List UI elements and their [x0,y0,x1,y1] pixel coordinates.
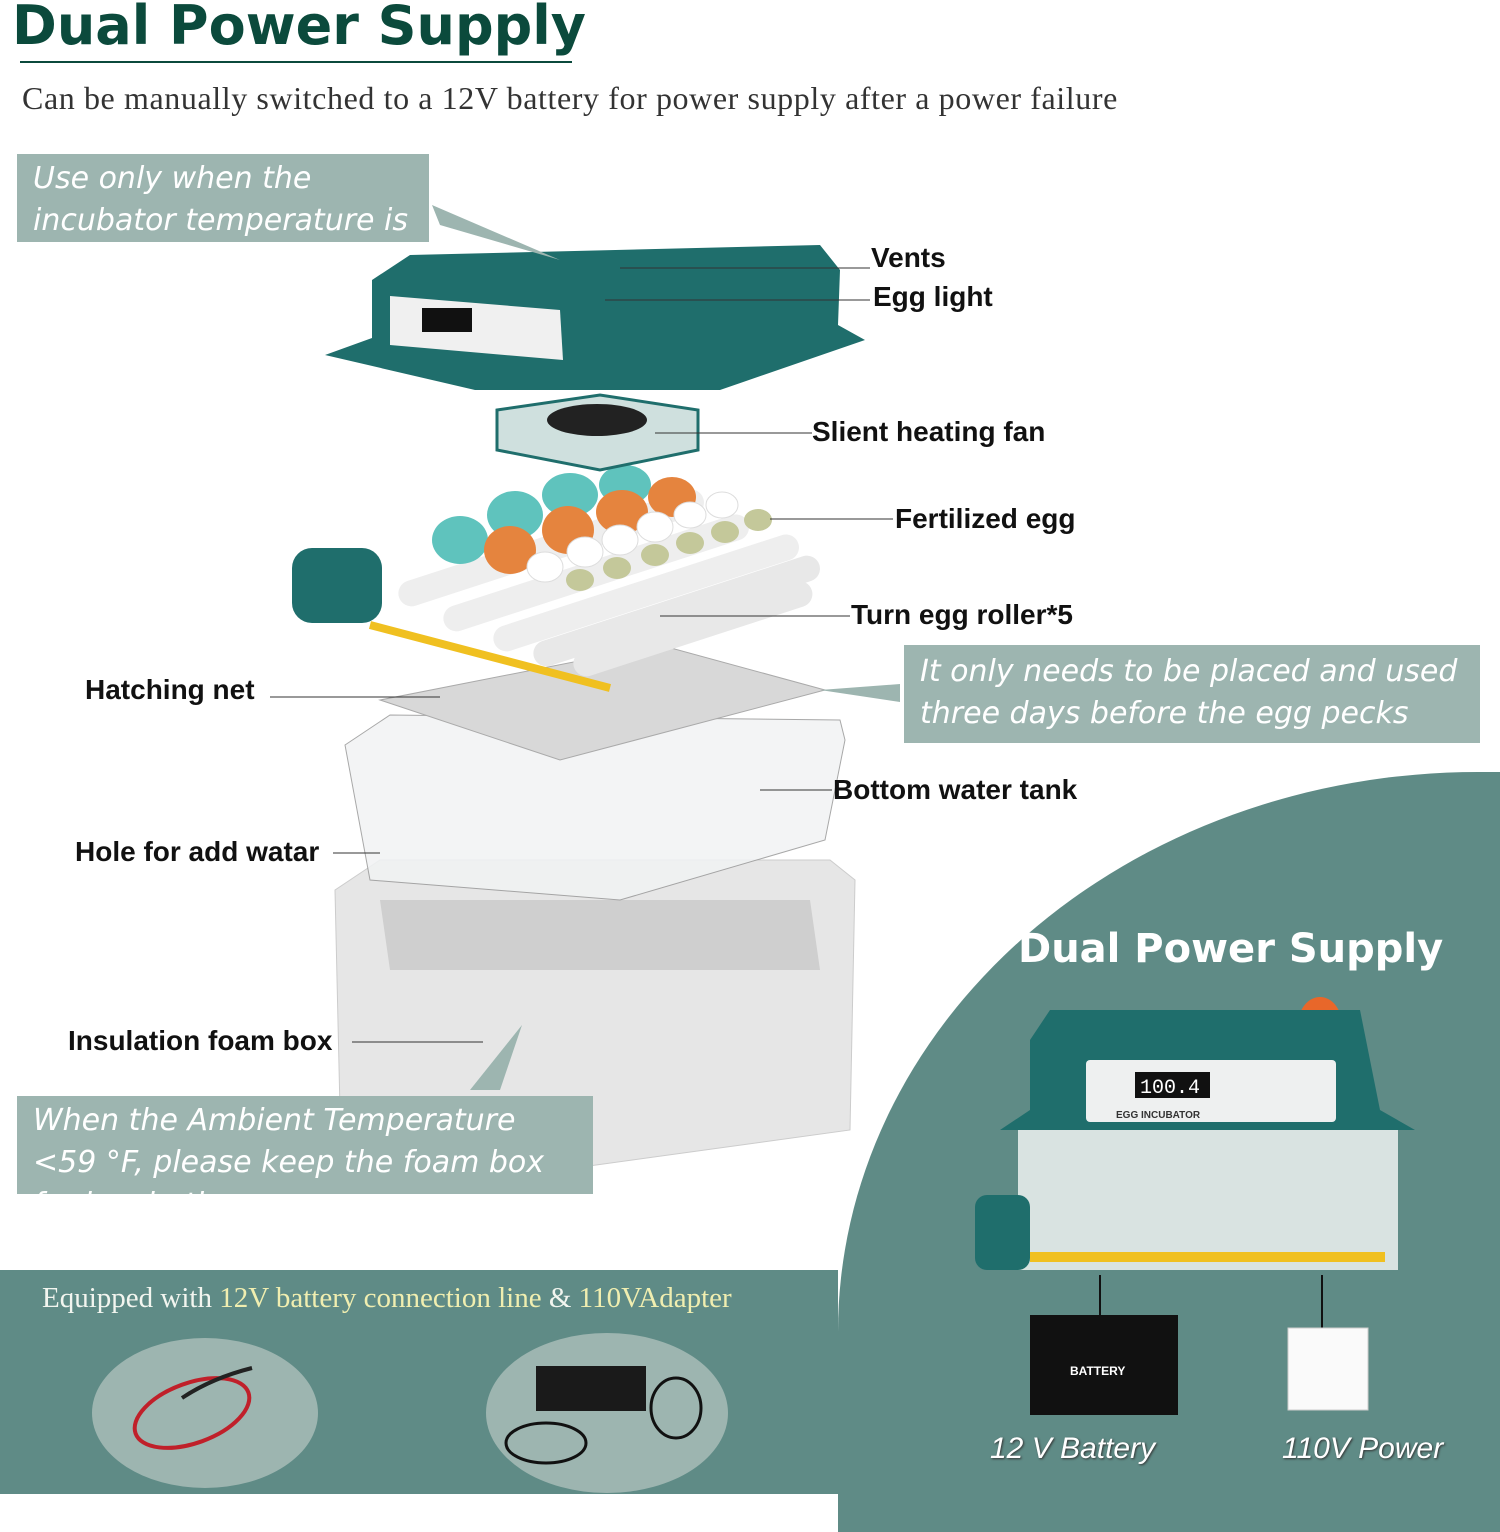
battery-icon [1030,1315,1178,1415]
page-title: Dual Power Supply [12,0,586,57]
label-egg: Fertilized egg [895,503,1076,534]
lid [325,245,865,390]
label-egg-light: Egg light [873,281,993,312]
battery-brand: BATTERY [1070,1364,1125,1378]
outlet-label: 110V Power [1282,1432,1444,1465]
accessory-adapter: 110VAdapter [578,1282,732,1314]
label-roller: Turn egg roller*5 [851,599,1073,630]
battery-label: 12 V Battery [990,1432,1156,1465]
callout-pointer [470,1025,522,1090]
foam-box [334,859,856,1171]
eggs [432,465,772,591]
label-hole: Hole for add watar [75,836,320,867]
display-readout: 100.4 [1140,1077,1200,1100]
accessories-amp: & [541,1282,579,1314]
brand-label: EGG INCUBATOR [1116,1110,1201,1121]
label-vents: Vents [871,242,946,273]
accessories-prefix: Equipped with [42,1282,220,1314]
assembled-incubator: 100.4 EGG INCUBATOR BATTERY [975,997,1415,1415]
power-outlet-icon [1287,1327,1369,1411]
callout-top: Use only when the incubator temperature … [17,154,429,280]
subtitle: Can be manually switched to a 12V batter… [22,80,1118,116]
label-foam: Insulation foam box [68,1025,333,1056]
accessories-text: Equipped with 12V battery connection lin… [42,1282,732,1315]
adapter-image [486,1333,728,1493]
callout-middle: It only needs to be placed and used thre… [904,645,1480,743]
label-fan: Slient heating fan [812,416,1046,447]
battery-cable-image [92,1338,318,1488]
callout-pointer [432,205,560,260]
heating-fan [495,393,700,472]
accessory-cable: 12V battery connection line [219,1282,542,1314]
callout-bottom: When the Ambient Temperature <59 °F, ple… [17,1096,593,1222]
title-underline [20,61,572,63]
power-title: Dual Power Supply [1018,926,1444,972]
label-net: Hatching net [85,674,255,705]
label-tank: Bottom water tank [833,774,1078,805]
incubator-exploded-illustration [270,205,900,1171]
callout-pointer [820,684,900,702]
